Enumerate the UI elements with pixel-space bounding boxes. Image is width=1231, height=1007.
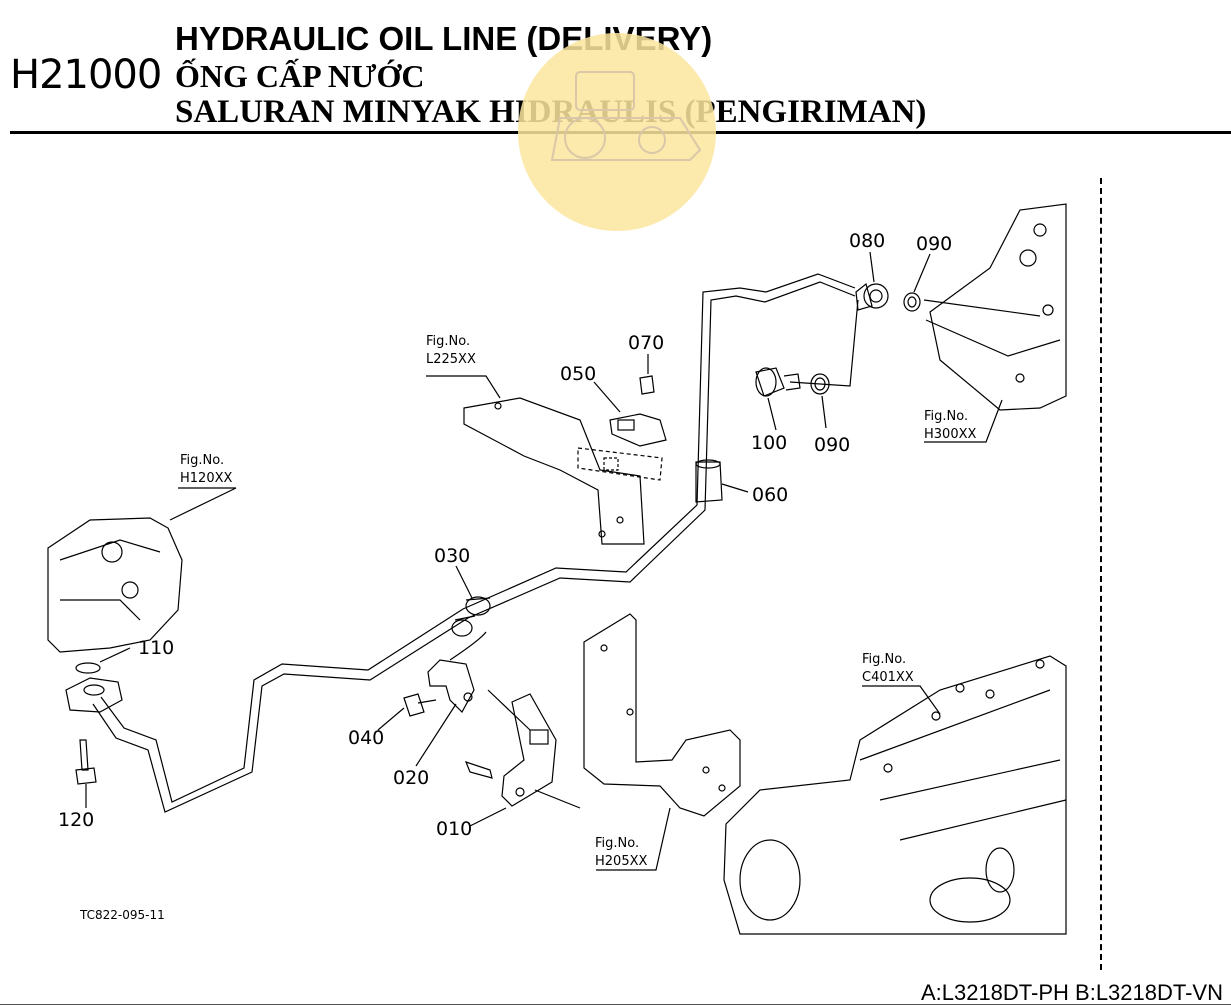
part-label[interactable]: 110 [138,637,175,659]
part-label[interactable]: 050 [560,363,597,385]
figure-ref-label: Fig.No. [595,836,640,851]
figure-ref-h205[interactable]: Fig.No. H205XX [595,835,647,871]
part-label[interactable]: 010 [436,818,473,840]
figure-ref-h120[interactable]: Fig.No. H120XX [180,452,232,488]
part-label[interactable]: 080 [849,230,886,252]
page-code: H21000 [10,52,162,98]
figure-ref-label: Fig.No. [924,409,969,424]
figure-ref-code: H300XX [924,427,977,442]
part-label[interactable]: 020 [393,767,430,789]
figure-ref-label: Fig.No. [862,652,907,667]
part-label[interactable]: 090 [814,434,851,456]
watermark-logo [518,33,716,231]
part-label[interactable]: 060 [752,484,789,506]
figure-ref-code: L225XX [426,352,476,367]
figure-ref-h300[interactable]: Fig.No. H300XX [924,408,976,444]
figure-ref-c401[interactable]: Fig.No. C401XX [862,651,914,687]
part-label[interactable]: 100 [751,432,788,454]
part-label[interactable]: 040 [348,727,385,749]
part-label[interactable]: 090 [916,233,953,255]
part-label[interactable]: 120 [58,809,95,831]
figure-ref-code: H120XX [180,471,233,486]
figure-ref-label: Fig.No. [426,334,471,349]
section-divider [1100,178,1102,970]
title-vietnamese: ỐNG CẤP NƯỚC [175,58,425,94]
part-label[interactable]: 030 [434,545,471,567]
figure-ref-code: H205XX [595,854,648,869]
figure-ref-code: C401XX [862,670,914,685]
figure-ref-l225[interactable]: Fig.No. L225XX [426,333,476,369]
footer-rule [0,1004,1231,1005]
part-label[interactable]: 070 [628,332,665,354]
figure-ref-label: Fig.No. [180,453,225,468]
model-footer: A:L3218DT-PH B:L3218DT-VN [920,980,1223,1005]
diagram-code: TC822-095-11 [80,908,165,922]
